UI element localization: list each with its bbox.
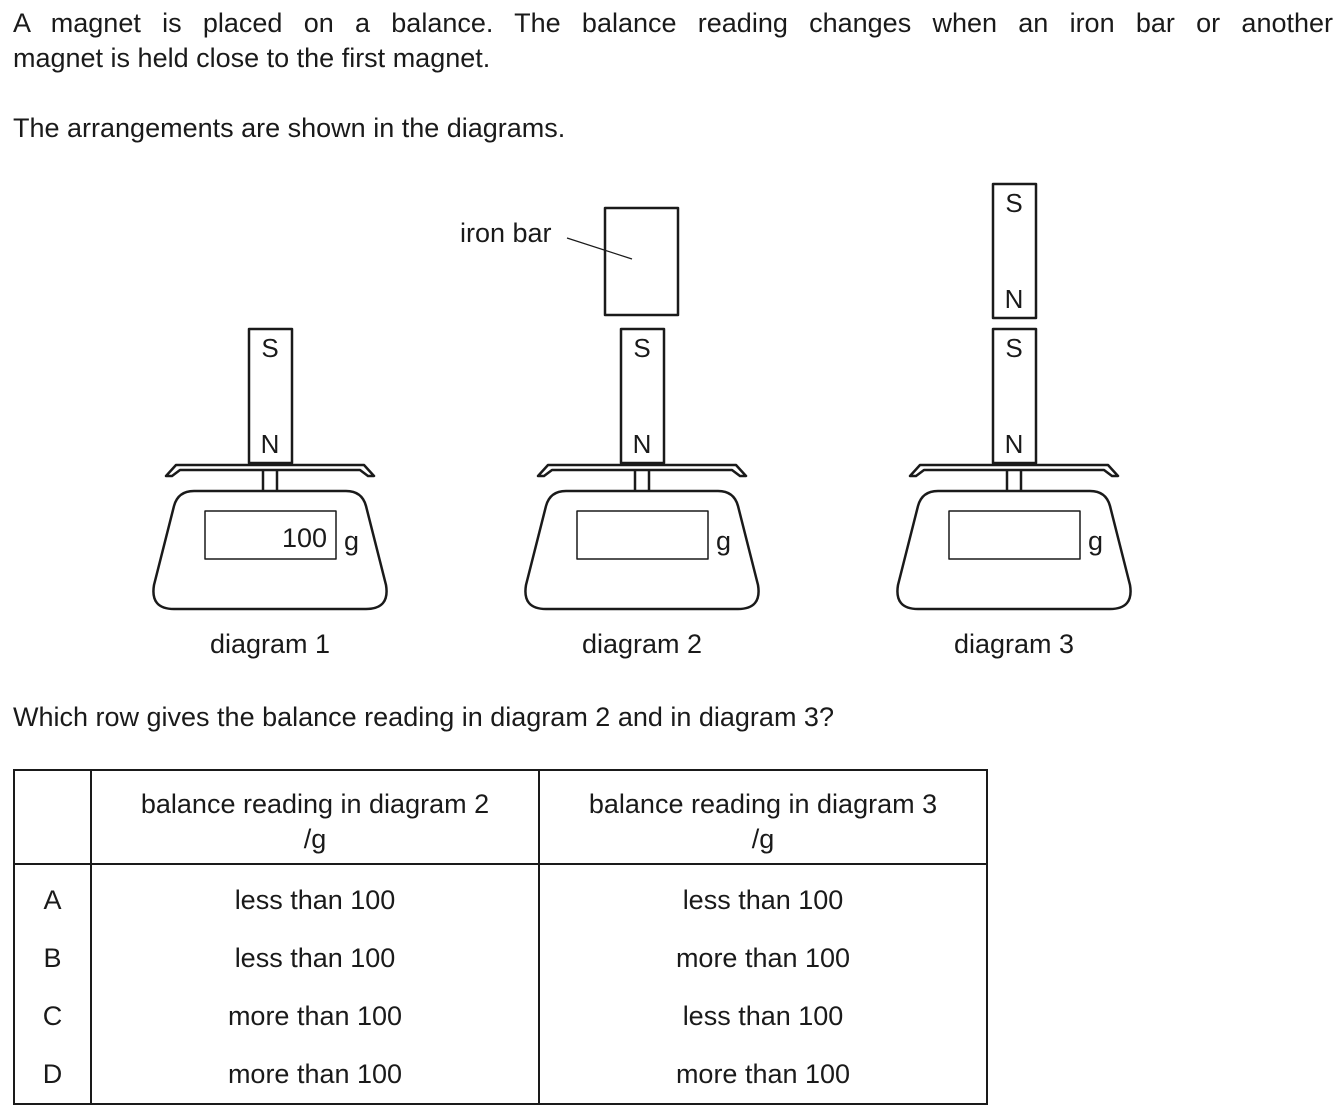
header-diagram-2: balance reading in diagram 2 /g [90, 769, 540, 865]
upper-magnet-pole-n: N [1005, 284, 1024, 314]
balance-3-display [948, 510, 1081, 560]
answer-table: balance reading in diagram 2 /g balance … [13, 769, 988, 1105]
intro-text: A magnet is placed on a balance. The bal… [13, 6, 1333, 76]
header-diagram-3-line1: balance reading in diagram 3 [588, 789, 938, 819]
balance-1-reading: 100 [282, 523, 327, 553]
intro-line-2: magnet is held close to the first magnet… [13, 43, 491, 73]
row-diagram-2-value: less than 100 [90, 929, 540, 987]
table-header-row: balance reading in diagram 2 /g balance … [13, 769, 988, 865]
row-label: B [13, 929, 92, 987]
balance-2-unit: g [716, 526, 731, 556]
row-diagram-2-value: less than 100 [90, 864, 540, 929]
row-label: A [13, 864, 92, 929]
table-row[interactable]: B less than 100 more than 100 [13, 929, 988, 987]
header-diagram-2-line1: balance reading in diagram 2 [140, 789, 490, 819]
diagram-1-caption: diagram 1 [210, 629, 330, 659]
balance-3-pan [908, 463, 1120, 478]
upper-magnet [991, 182, 1038, 320]
iron-bar-leader-line [566, 237, 633, 260]
magnet-3-pole-s: S [1005, 333, 1022, 363]
magnet-1-pole-s: S [261, 333, 278, 363]
diagram-2: iron bar S N g diagram 2 [460, 206, 760, 659]
question-text: Which row gives the balance reading in d… [13, 702, 834, 732]
magnet-3 [991, 327, 1038, 465]
arrangements-text: The arrangements are shown in the diagra… [13, 113, 566, 143]
table-row[interactable]: C more than 100 less than 100 [13, 987, 988, 1045]
row-diagram-2-value: more than 100 [90, 1045, 540, 1105]
diagram-3: S N S N g diagram 3 [896, 182, 1132, 659]
header-diagram-3-unit: /g [751, 824, 775, 854]
header-blank-cell [13, 769, 92, 865]
magnet-2-pole-s: S [633, 333, 650, 363]
magnet-2-pole-n: N [633, 429, 652, 459]
magnet-1-pole-n: N [261, 429, 280, 459]
row-diagram-3-value: less than 100 [538, 864, 988, 929]
upper-magnet-pole-s: S [1005, 188, 1022, 218]
balance-2-pan [536, 463, 748, 478]
balance-1-unit: g [344, 526, 359, 556]
row-diagram-3-value: less than 100 [538, 987, 988, 1045]
header-diagram-3: balance reading in diagram 3 /g [538, 769, 988, 865]
iron-bar-label: iron bar [460, 218, 552, 248]
diagram-2-caption: diagram 2 [582, 629, 702, 659]
magnet-2 [619, 327, 666, 465]
balance-1-display [204, 510, 337, 560]
balance-1-pan [164, 463, 376, 478]
row-label: C [13, 987, 92, 1045]
row-diagram-2-value: more than 100 [90, 987, 540, 1045]
diagram-1: S N 100 g diagram 1 [152, 327, 388, 659]
balance-2-display [576, 510, 709, 560]
row-diagram-3-value: more than 100 [538, 929, 988, 987]
row-diagram-3-value: more than 100 [538, 1045, 988, 1105]
intro-line-1: A magnet is placed on a balance. The bal… [13, 8, 1333, 38]
balance-diagrams: S N 100 g diagram 1 iron bar S N g diagr… [152, 182, 1132, 659]
diagram-3-caption: diagram 3 [954, 629, 1074, 659]
table-row[interactable]: D more than 100 more than 100 [13, 1045, 988, 1105]
row-label: D [13, 1045, 92, 1105]
table-row[interactable]: A less than 100 less than 100 [13, 864, 988, 929]
header-diagram-2-unit: /g [303, 824, 327, 854]
iron-bar [603, 206, 680, 317]
magnet-3-pole-n: N [1005, 429, 1024, 459]
magnet-1 [247, 327, 294, 465]
balance-3-unit: g [1088, 526, 1103, 556]
